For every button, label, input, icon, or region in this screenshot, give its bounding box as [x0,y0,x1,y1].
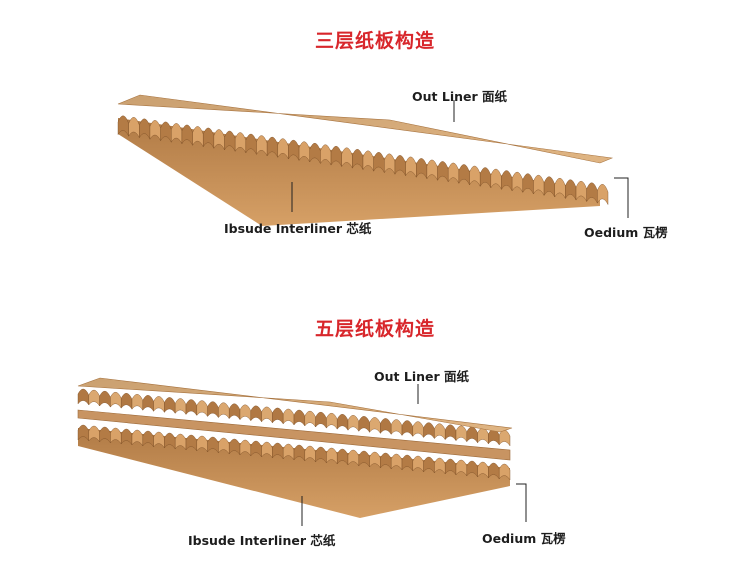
flute-ridge [121,393,133,410]
flute-ridge [88,389,100,407]
flute-medium [117,115,609,205]
flute-ridge [434,423,446,441]
flute-ridge [455,425,467,443]
flute-ridge [391,419,403,437]
flute-ridge [250,405,262,423]
five-medium-leader [516,483,527,522]
flute-ridge [239,404,251,422]
flute-ridge [358,416,370,433]
flute-ridge [175,398,187,416]
five-medium-label: Oedium 瓦楞 [482,531,566,546]
flute-ridge [142,395,154,412]
five-interliner-label: Ibsude Interliner 芯纸 [188,533,336,548]
flute-ridge [369,417,381,434]
flute-ridge [293,409,305,427]
flute-ridge [261,406,273,424]
flute-ridge [164,397,176,415]
flute-ridge [110,391,122,409]
flute-ridge [272,407,284,425]
three-out-liner-label: Out Liner 面纸 [412,89,507,104]
three-layer-board-diagram [117,94,629,226]
flute-ridge [153,396,165,413]
three-layer-title: 三层纸板构造 [314,30,435,52]
flute-ridge [412,421,424,439]
flute-ridge [347,415,359,432]
medium-leader [614,177,629,218]
flute-ridge [218,402,230,420]
flute-ridge [207,401,219,419]
bottom-liner-sheet [78,428,510,518]
flute-ridge [499,429,511,447]
three-interliner-label: Ibsude Interliner 芯纸 [224,221,372,236]
flute-ridge [597,184,609,205]
flute-ridge [283,408,295,426]
flute-ridge [326,412,338,430]
five-layer-title: 五层纸板构造 [314,318,435,340]
flute-ridge [99,390,111,408]
flute-ridge [337,414,349,431]
flute-ridge [445,424,457,442]
flute-ridge [477,427,489,445]
five-layer-board-diagram [77,377,527,526]
flute-ridge [401,420,413,438]
five-out-liner-sheet [77,377,513,433]
three-medium-label: Oedium 瓦楞 [584,225,668,240]
flute-ridge [315,411,327,429]
flute-ridge [131,394,143,411]
flute-ridge [185,399,197,417]
out-liner-sheet [117,94,614,164]
flute-ridge [423,422,435,440]
five-out-liner-label: Out Liner 面纸 [374,369,469,384]
flute-ridge [380,418,392,436]
upper-flute-medium [77,388,511,447]
flute-ridge [196,400,208,418]
flute-ridge [229,403,241,421]
flute-ridge [466,426,478,444]
lower-flute-medium [77,424,511,481]
flute-ridge [499,463,511,481]
flute-ridge [77,388,89,406]
middle-liner-sheet [77,409,511,461]
flute-ridge [304,410,316,428]
